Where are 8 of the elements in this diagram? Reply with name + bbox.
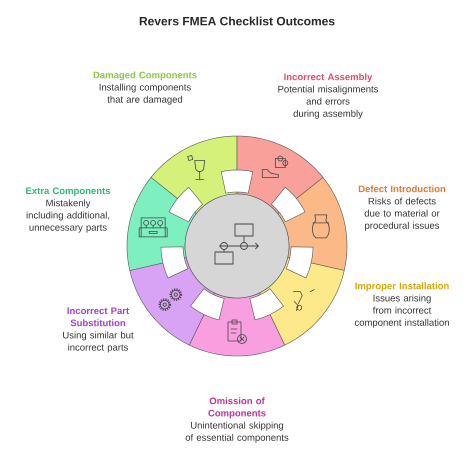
segment-label: Damaged Components Installing components that are damaged	[94, 71, 197, 105]
segment-label: Defect Introduction Risks of defects due to material or procedural issues	[358, 185, 446, 231]
segment-label: Incorrect Part Substitution Using similar but incorrect parts	[63, 307, 134, 353]
segment-label: Incorrect Assembly Potential misalignments and errors during assembly	[278, 73, 378, 119]
segment-label: Improper Installation Issues arising from incorrect component installation	[354, 282, 449, 328]
segment-label: Extra Components Mistakenly including additional, unnecessary parts	[26, 187, 110, 233]
title: Revers FMEA Checklist Outcomes	[140, 16, 335, 26]
segment-label: Omission of Components Unintentional skipping of essential components	[186, 397, 288, 443]
